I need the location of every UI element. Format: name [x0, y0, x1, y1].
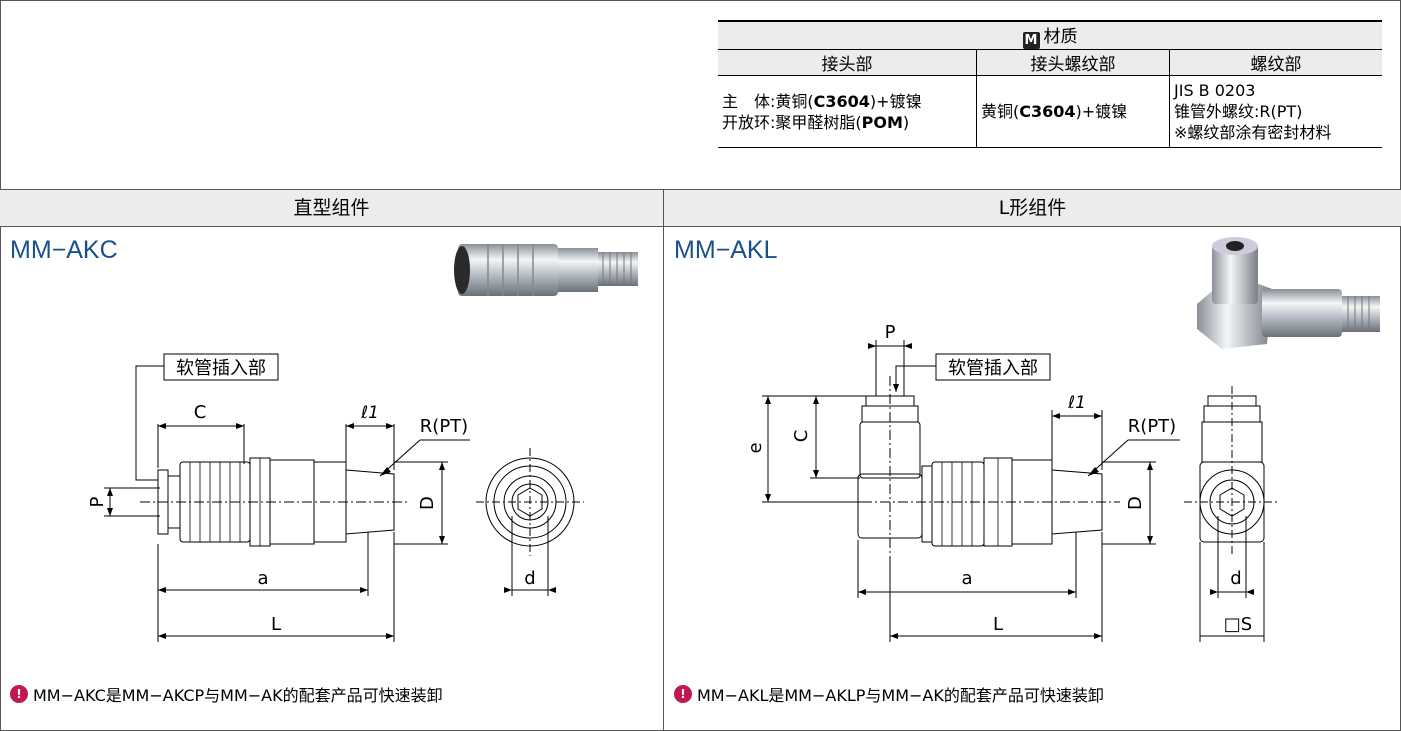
svg-text:D: D: [1125, 496, 1146, 510]
svg-text:a: a: [257, 568, 268, 589]
svg-text:d: d: [524, 568, 535, 589]
svg-text:D: D: [417, 496, 438, 510]
straight-coupler-drawing: 软管插入部 C ℓ1 R(PT) P D a L d: [87, 353, 584, 642]
pin-icon: !: [10, 685, 28, 703]
cell-joint-material: 主 体:黄铜(C3604)+镀镍 开放环:聚甲醛树脂(POM): [718, 75, 977, 148]
svg-text:R(PT): R(PT): [1128, 416, 1176, 437]
svg-text:ℓ1: ℓ1: [360, 403, 379, 423]
right-note: ! MM−AKL是MM−AKLP与MM−AK的配套产品可快速装卸: [674, 682, 1104, 706]
col-thread: 螺纹部: [1169, 49, 1382, 76]
left-note: ! MM−AKC是MM−AKCP与MM−AK的配套产品可快速装卸: [10, 682, 443, 706]
svg-text:e: e: [745, 442, 766, 453]
svg-text:a: a: [961, 568, 972, 589]
left-panel-header: 直型组件: [0, 190, 663, 227]
svg-text:P: P: [87, 496, 108, 507]
right-model-name: MM−AKL: [674, 236, 778, 264]
svg-text:ℓ1: ℓ1: [1067, 393, 1086, 413]
svg-text:d: d: [1230, 568, 1241, 589]
cell-joint-thread-material: 黄铜(C3604)+镀镍: [976, 75, 1170, 148]
right-hose-label: 软管插入部: [948, 358, 1038, 379]
cell-thread-material: JIS B 0203 锥管外螺纹:R(PT) ※螺纹部涂有密封材料: [1169, 75, 1382, 148]
l-coupler-photo: [1197, 237, 1380, 349]
col-joint: 接头部: [718, 49, 977, 76]
right-panel-header: L形组件: [664, 190, 1401, 227]
svg-text:P: P: [885, 322, 896, 343]
svg-text:L: L: [271, 614, 281, 635]
straight-coupler-photo: [454, 244, 638, 296]
left-hose-label: 软管插入部: [176, 358, 266, 379]
svg-text:□S: □S: [1224, 614, 1252, 635]
pin-icon: !: [674, 685, 692, 703]
section-divider: [0, 189, 1401, 190]
svg-text:R(PT): R(PT): [420, 416, 468, 437]
svg-text:L: L: [993, 614, 1003, 635]
svg-text:C: C: [791, 430, 812, 443]
col-joint-thread: 接头螺纹部: [976, 49, 1170, 76]
svg-text:C: C: [194, 402, 207, 423]
left-model-name: MM−AKC: [10, 236, 118, 264]
panel-divider: [663, 190, 664, 731]
l-coupler-drawing: P 软管插入部 ℓ1 R(PT) e C D a L d □S: [745, 322, 1280, 642]
material-badge-icon: M: [1022, 32, 1040, 49]
